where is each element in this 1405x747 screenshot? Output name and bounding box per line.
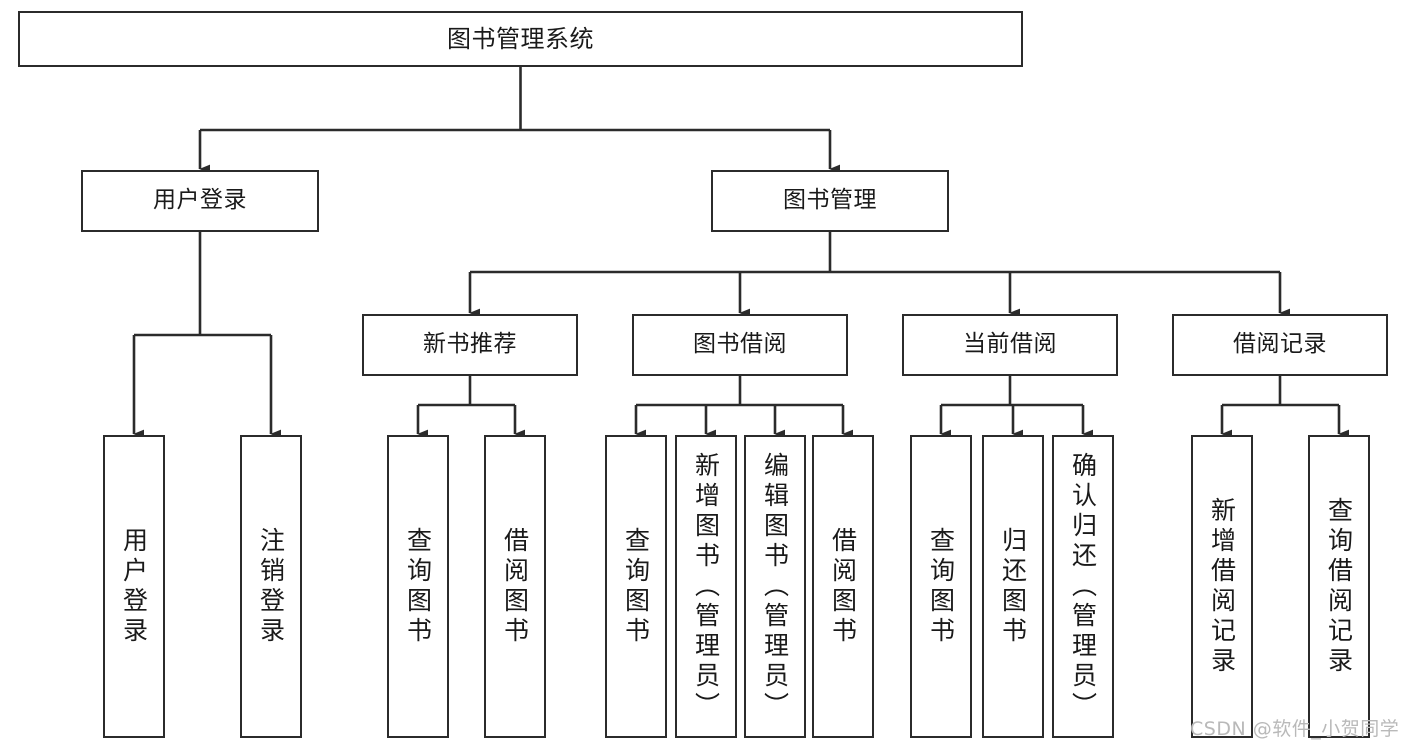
node-new-book-recommend[interactable]: 新书推荐 — [362, 314, 578, 376]
node-label: 借阅记录 — [1233, 331, 1327, 358]
node-label: 图书借阅 — [693, 331, 787, 358]
node-leaf-query-borrow-record[interactable]: 查询借阅记录 — [1308, 435, 1370, 738]
node-leaf-edit-book[interactable]: 编辑图书（管理员） — [744, 435, 806, 738]
node-book-borrow[interactable]: 图书借阅 — [632, 314, 848, 376]
node-label: 借阅图书 — [500, 526, 530, 647]
node-label: 注销登录 — [256, 526, 286, 647]
node-borrow-record[interactable]: 借阅记录 — [1172, 314, 1388, 376]
node-label: 新增借阅记录 — [1207, 496, 1237, 677]
node-label: 当前借阅 — [963, 331, 1057, 358]
node-leaf-user-login[interactable]: 用户登录 — [103, 435, 165, 738]
node-leaf-confirm-return[interactable]: 确认归还（管理员） — [1052, 435, 1114, 738]
node-label: 图书管理 — [783, 187, 877, 214]
csdn-watermark: CSDN @软件_小贺同学 — [1190, 718, 1400, 740]
node-label: 图书管理系统 — [447, 24, 594, 53]
node-label: 借阅图书 — [828, 526, 858, 647]
node-label: 用户登录 — [119, 526, 149, 647]
node-label: 确认归还（管理员） — [1068, 451, 1098, 722]
node-label: 查询图书 — [926, 526, 956, 647]
node-root[interactable]: 图书管理系统 — [18, 11, 1023, 67]
node-leaf-query-book-1[interactable]: 查询图书 — [387, 435, 449, 738]
node-leaf-borrow-book-2[interactable]: 借阅图书 — [812, 435, 874, 738]
node-leaf-return-book[interactable]: 归还图书 — [982, 435, 1044, 738]
node-leaf-add-borrow-record[interactable]: 新增借阅记录 — [1191, 435, 1253, 738]
node-leaf-query-book-3[interactable]: 查询图书 — [910, 435, 972, 738]
node-label: 查询图书 — [403, 526, 433, 647]
node-label: 新书推荐 — [423, 331, 517, 358]
node-label: 查询借阅记录 — [1324, 496, 1354, 677]
node-user-login[interactable]: 用户登录 — [81, 170, 319, 232]
node-book-manage[interactable]: 图书管理 — [711, 170, 949, 232]
node-label: 编辑图书（管理员） — [760, 451, 790, 722]
node-label: 用户登录 — [153, 187, 247, 214]
node-label: 查询图书 — [621, 526, 651, 647]
node-leaf-logout[interactable]: 注销登录 — [240, 435, 302, 738]
node-label: 归还图书 — [998, 526, 1028, 647]
node-current-borrow[interactable]: 当前借阅 — [902, 314, 1118, 376]
node-leaf-query-book-2[interactable]: 查询图书 — [605, 435, 667, 738]
node-label: 新增图书（管理员） — [691, 451, 721, 722]
node-leaf-borrow-book-1[interactable]: 借阅图书 — [484, 435, 546, 738]
node-leaf-add-book[interactable]: 新增图书（管理员） — [675, 435, 737, 738]
